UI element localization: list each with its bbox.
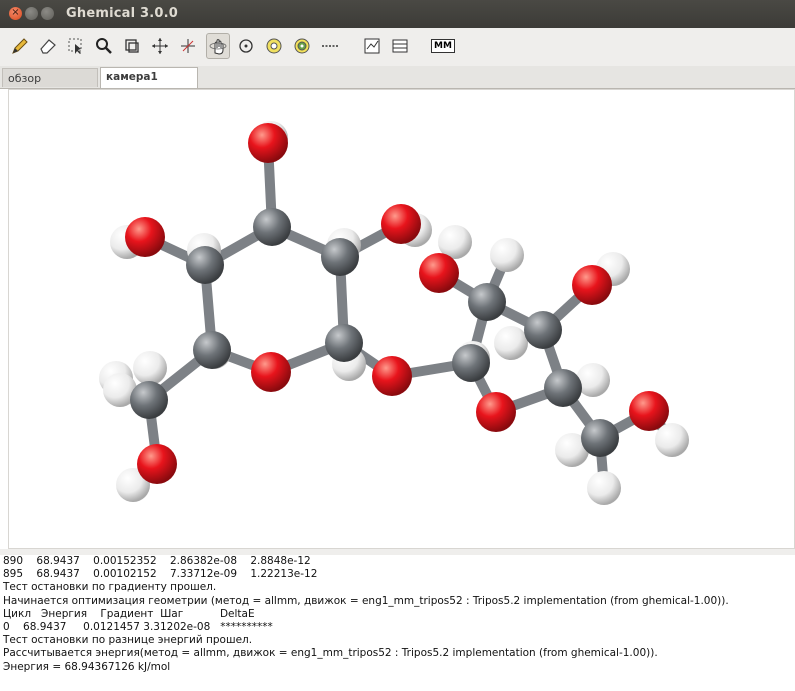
eraser-icon xyxy=(40,39,56,54)
tab-project-overview[interactable]: обзор проекта xyxy=(2,68,98,104)
mm-label: MM xyxy=(431,39,455,53)
hydrogen-atom[interactable] xyxy=(494,326,528,360)
log-line: Тест остановки по разнице энергий прошел… xyxy=(3,634,253,647)
log-line: Рассчитывается энергия(метод = allmm, дв… xyxy=(3,647,658,660)
zoom-tool-button[interactable] xyxy=(92,33,116,59)
target-tool-button[interactable] xyxy=(290,33,314,59)
select-tool-button[interactable] xyxy=(64,33,88,59)
select-icon xyxy=(68,38,82,54)
dashes-icon xyxy=(322,45,338,47)
log-output: 890 68.9437 0.00152352 2.86382e-08 2.884… xyxy=(3,555,793,689)
translate-xy-tool-button[interactable] xyxy=(148,33,172,59)
lines-tool-button[interactable] xyxy=(388,33,412,59)
translate-z-tool-button[interactable] xyxy=(176,33,200,59)
carbon-atom[interactable] xyxy=(186,246,224,284)
carbon-atom[interactable] xyxy=(524,311,562,349)
close-icon: × xyxy=(11,7,20,18)
oxygen-atom[interactable] xyxy=(381,204,421,244)
target-icon xyxy=(294,38,310,54)
oxygen-atom[interactable] xyxy=(251,352,291,392)
orbit-tool-button[interactable] xyxy=(206,33,230,59)
oxygen-atom[interactable] xyxy=(137,444,177,484)
hydrogen-atom[interactable] xyxy=(133,351,167,385)
carbon-atom[interactable] xyxy=(544,369,582,407)
oxygen-atom[interactable] xyxy=(476,392,516,432)
mm-button[interactable]: MM xyxy=(428,33,458,59)
carbon-atom[interactable] xyxy=(193,331,231,369)
rotate-tool-button[interactable] xyxy=(234,33,258,59)
log-line: Начинается оптимизация геометрии (метод … xyxy=(3,594,729,607)
carbon-atom[interactable] xyxy=(581,419,619,457)
lines-icon xyxy=(392,39,408,53)
oxygen-atom[interactable] xyxy=(629,391,669,431)
carbon-atom[interactable] xyxy=(452,344,490,382)
molecule-render[interactable] xyxy=(9,90,794,548)
carbon-atom[interactable] xyxy=(468,283,506,321)
measure-icon xyxy=(266,38,282,54)
hydrogen-atom[interactable] xyxy=(576,363,610,397)
log-line: 0 68.9437 0.0121457 3.31202e-08 ********… xyxy=(3,621,273,634)
hydrogen-atom[interactable] xyxy=(655,423,689,457)
oxygen-atom[interactable] xyxy=(248,123,288,163)
translate-z-icon xyxy=(181,39,195,53)
maximize-button[interactable] xyxy=(41,7,54,20)
log-line: 895 68.9437 0.00102152 7.33712e-09 1.222… xyxy=(3,568,318,581)
rotate-icon xyxy=(239,39,253,53)
draw-tool-button[interactable] xyxy=(8,33,32,59)
oxygen-atom[interactable] xyxy=(419,253,459,293)
hydrogen-atom[interactable] xyxy=(587,471,621,505)
hydrogen-atom[interactable] xyxy=(555,433,589,467)
hydrogen-atom[interactable] xyxy=(103,373,137,407)
hydrogen-atom[interactable] xyxy=(438,225,472,259)
erase-tool-button[interactable] xyxy=(36,33,60,59)
carbon-atom[interactable] xyxy=(321,238,359,276)
log-line: Тест остановки по градиенту прошел. xyxy=(3,581,217,594)
chart-icon xyxy=(364,38,380,54)
clipping-tool-button[interactable] xyxy=(120,33,144,59)
tab-camera1-window1[interactable]: камера1 окно1 xyxy=(100,67,198,102)
minimize-button[interactable] xyxy=(25,7,38,20)
log-line: 890 68.9437 0.00152352 2.86382e-08 2.884… xyxy=(3,555,311,567)
carbon-atom[interactable] xyxy=(253,208,291,246)
log-line: Цикл Энергия Градиент Шаг DeltaE xyxy=(3,607,255,620)
magnifier-icon xyxy=(96,38,112,54)
hydrogen-atom[interactable] xyxy=(490,238,524,272)
clipping-icon xyxy=(125,39,139,53)
pencil-icon xyxy=(12,38,28,54)
oxygen-atom[interactable] xyxy=(372,356,412,396)
molecule-viewport[interactable] xyxy=(8,89,795,549)
atoms-layer xyxy=(99,121,689,505)
tab-bar: обзор проекта камера1 окно1 xyxy=(0,66,795,104)
title-bar: × Ghemical 3.0.0 xyxy=(0,0,795,28)
orbit-icon xyxy=(209,39,227,55)
oxygen-atom[interactable] xyxy=(125,217,165,257)
dashes-tool-button[interactable] xyxy=(318,33,342,59)
translate-xy-icon xyxy=(152,38,168,54)
oxygen-atom[interactable] xyxy=(572,265,612,305)
window-title: Ghemical 3.0.0 xyxy=(66,6,179,21)
measure-tool-button[interactable] xyxy=(262,33,286,59)
log-line: Энергия = 68.94367126 kJ/mol xyxy=(3,660,171,673)
chart-tool-button[interactable] xyxy=(360,33,384,59)
close-button[interactable]: × xyxy=(9,7,22,20)
carbon-atom[interactable] xyxy=(130,381,168,419)
carbon-atom[interactable] xyxy=(325,324,363,362)
toolbar: MM xyxy=(0,28,795,67)
pane-splitter[interactable] xyxy=(0,549,795,555)
